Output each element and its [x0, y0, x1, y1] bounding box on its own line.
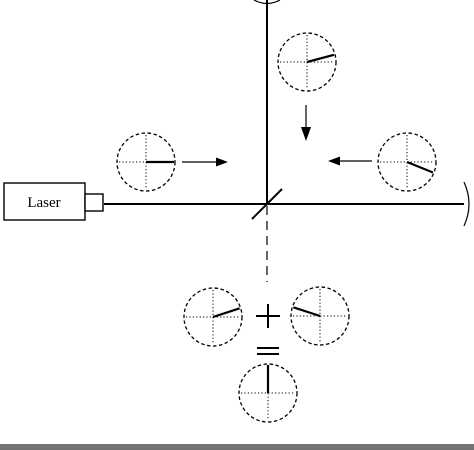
phasor-output-sum	[238, 363, 298, 423]
phasor-circle	[277, 32, 337, 92]
phasor-vector	[406, 160, 434, 174]
arrow-right-input	[182, 157, 228, 167]
phasor-output-left	[183, 287, 243, 347]
equals-sign	[257, 347, 279, 355]
top-mirror	[253, 0, 281, 5]
phasor-vector	[212, 307, 240, 319]
arrow-down-top-arm	[301, 105, 311, 141]
phasor-top-arm	[277, 32, 337, 92]
phasor-vector	[306, 53, 335, 64]
phasor-right-arm	[377, 132, 437, 192]
laser-label: Laser	[27, 195, 60, 211]
arrow-left-right-arm	[328, 156, 372, 166]
laser-box	[3, 182, 86, 221]
phasor-circle	[238, 363, 298, 423]
phasor-circle	[116, 132, 176, 192]
laser-aperture	[84, 193, 104, 212]
plus-sign	[256, 304, 280, 328]
right-mirror	[463, 181, 470, 227]
phasor-circle	[377, 132, 437, 192]
beam-splitter	[251, 188, 283, 220]
phasor-circle	[183, 287, 243, 347]
phasor-output-right	[290, 286, 350, 346]
caption-fragment	[0, 444, 474, 450]
phasor-vector	[293, 306, 321, 318]
phasor-laser-input	[116, 132, 176, 192]
phasor-circle	[290, 286, 350, 346]
